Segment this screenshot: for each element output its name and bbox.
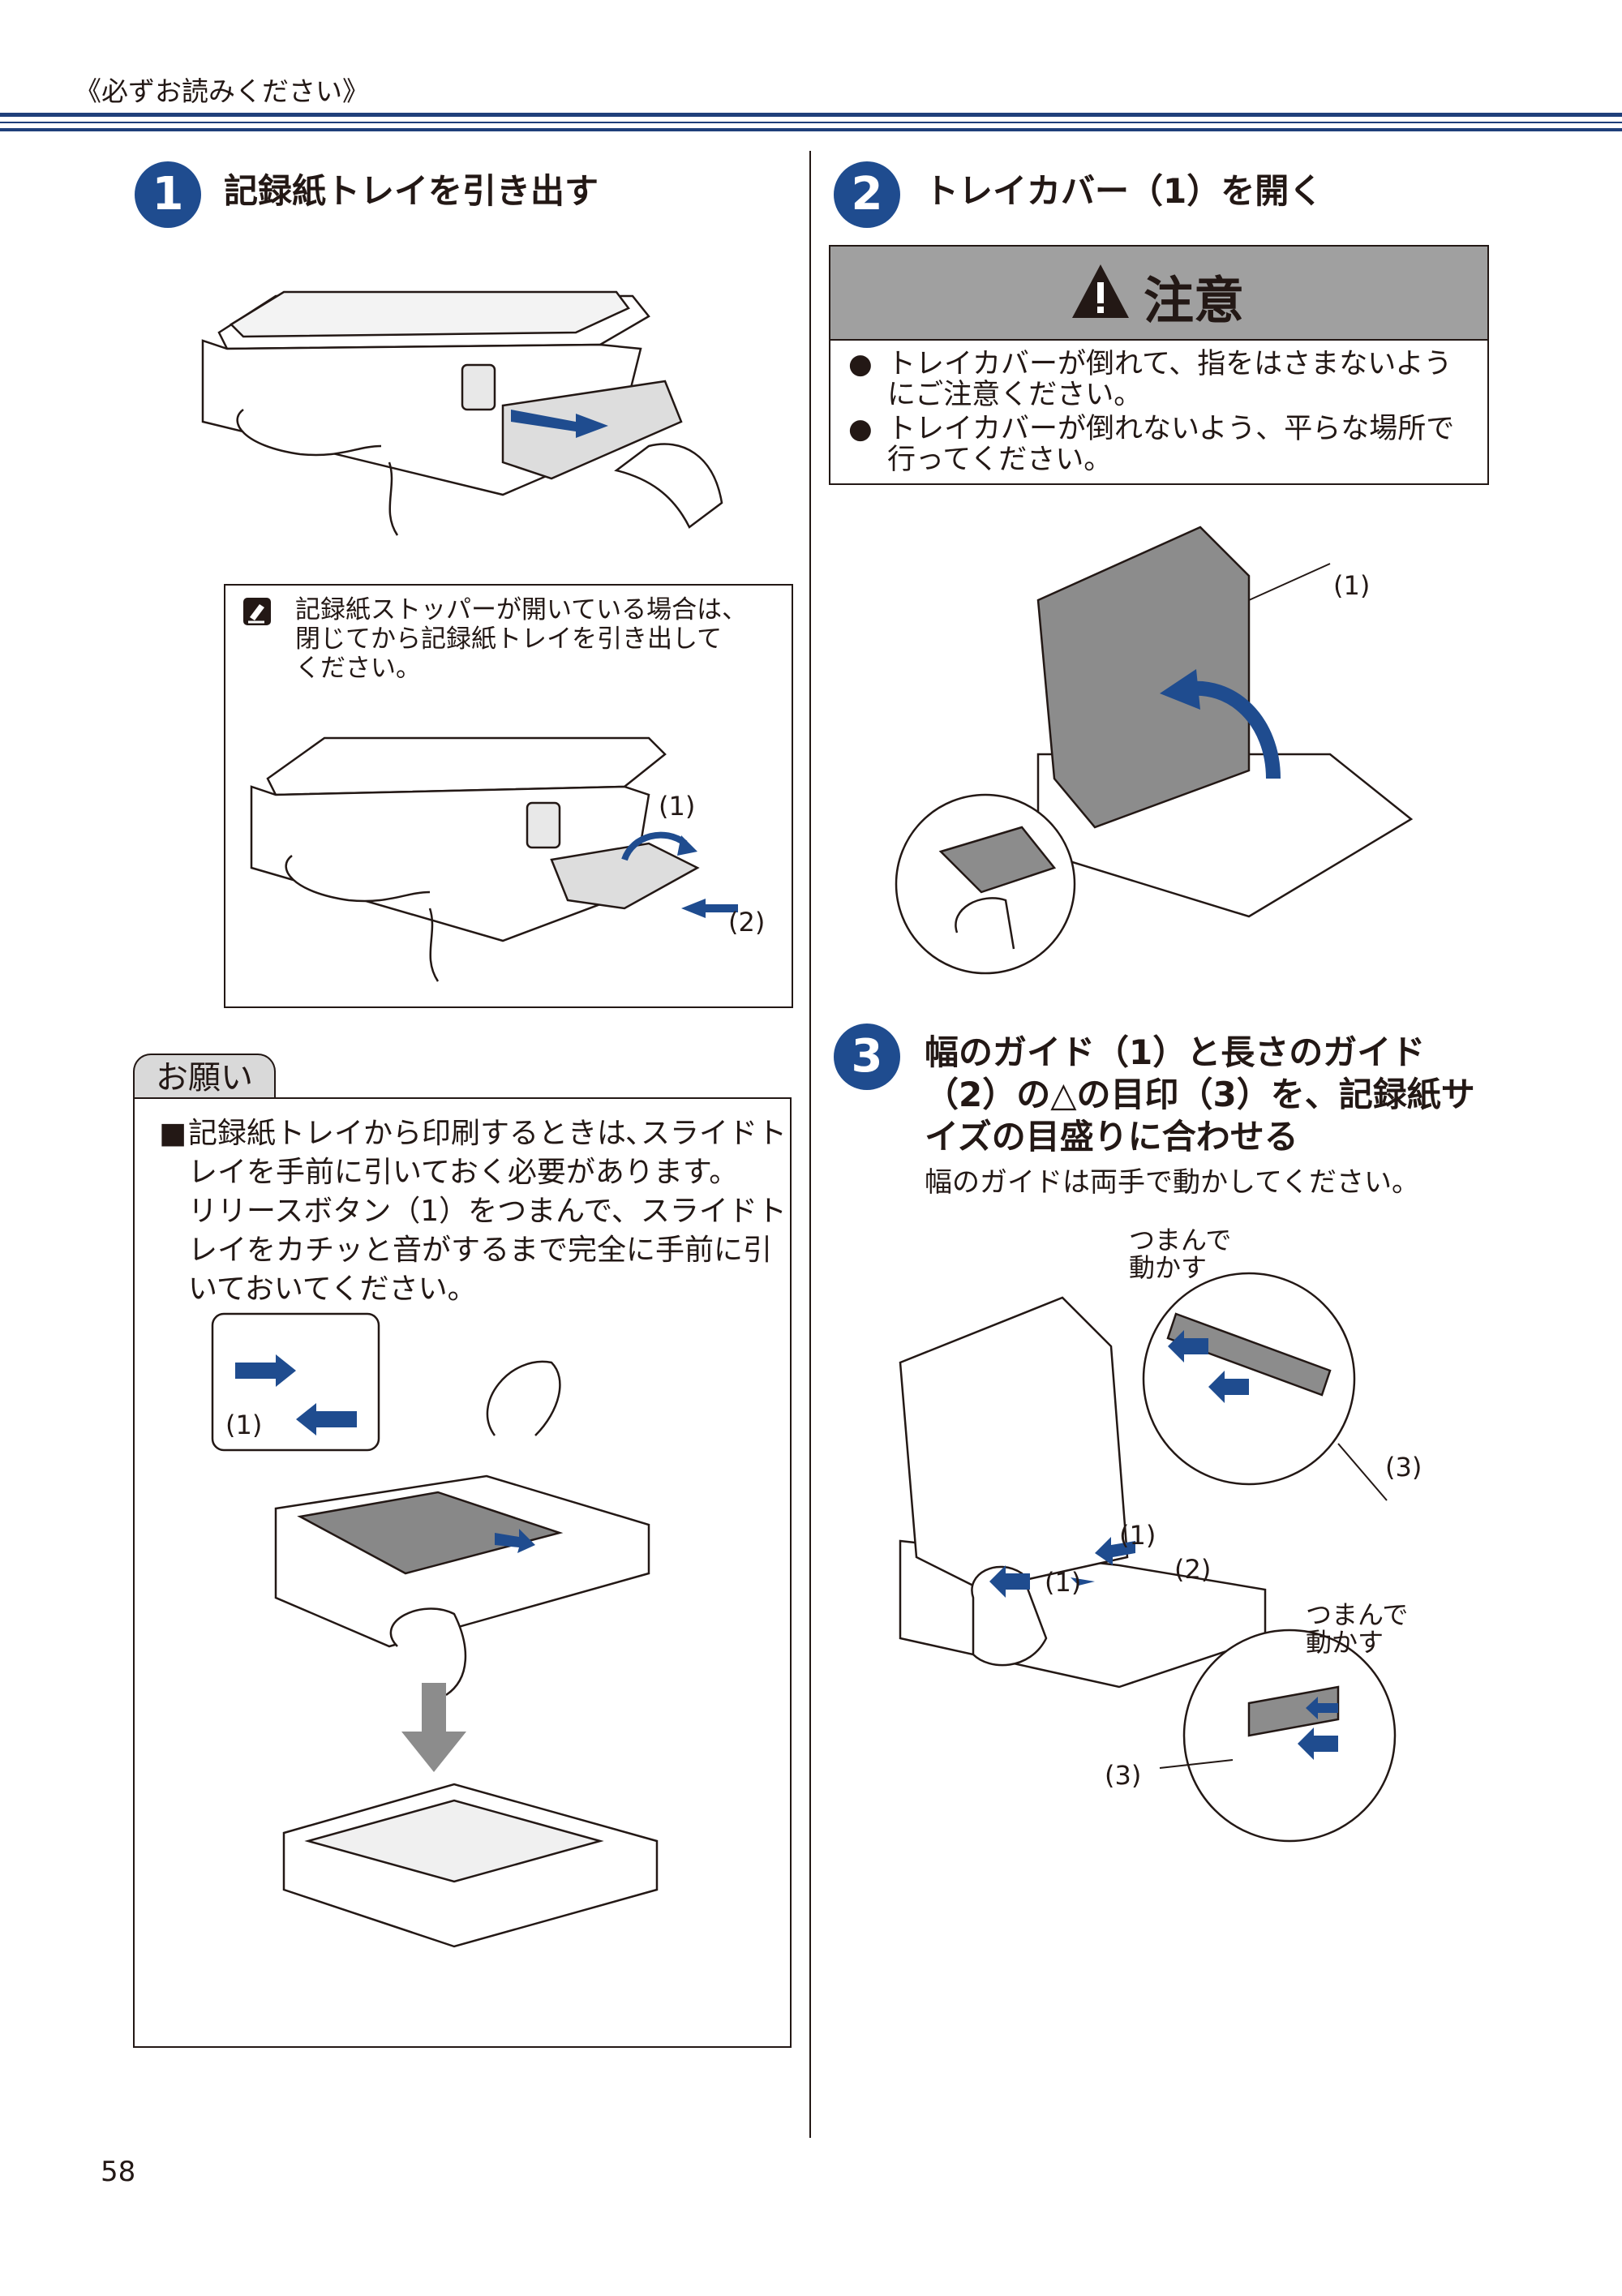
- caution-item-1-line-2: にご注意ください。: [887, 379, 1143, 411]
- request-box: [133, 1097, 792, 2048]
- length-guide-label: (2): [1174, 1554, 1212, 1585]
- caution-bullet-1: ●: [848, 348, 873, 380]
- header-rule-thin: [0, 122, 1622, 123]
- caution-bullet-2: ●: [848, 413, 873, 445]
- stopper-note-box: [224, 584, 793, 1008]
- pinch-top-line-1: つまんで: [1129, 1225, 1232, 1255]
- caution-header: [830, 247, 1487, 341]
- step-3-title-line-2: （2）の△の目印（3）を、記録紙サ: [925, 1075, 1475, 1114]
- stopper-label-2: (2): [728, 907, 766, 938]
- request-tab: お願い: [133, 1054, 276, 1099]
- caution-box: [829, 245, 1489, 485]
- pinch-top-line-2: 動かす: [1129, 1252, 1208, 1283]
- step-3-number: 3: [834, 1024, 900, 1090]
- request-line-3: リリースボタン（1）をつまんで、スライドト: [188, 1195, 787, 1228]
- running-header: 《必ずお読みください》: [75, 75, 369, 107]
- request-line-2: レイを手前に引いておく必要があります。: [188, 1156, 739, 1189]
- request-line-1: 記録紙トレイから印刷するときは､スライドト: [188, 1117, 787, 1150]
- stopper-note-line-1: 記録紙ストッパーが開いている場合は、: [295, 595, 748, 624]
- caution-title: 注意: [1144, 271, 1245, 330]
- column-divider: [809, 151, 811, 2138]
- warning-triangle-icon: [1071, 261, 1131, 321]
- header-rule: [0, 113, 1622, 117]
- width-guide-label-b: (1): [1045, 1567, 1082, 1598]
- width-guide-label-a: (1): [1119, 1520, 1156, 1551]
- step-2-title: トレイカバー（1）を開く: [925, 171, 1324, 211]
- step-1-title: 記録紙トレイを引き出す: [224, 171, 599, 211]
- stopper-note-line-2: 閉じてから記録紙トレイを引き出して: [295, 624, 723, 654]
- paper-guide-illustration: [899, 1272, 1397, 1843]
- stopper-label-1: (1): [659, 791, 696, 822]
- tray-cover-label: (1): [1333, 570, 1371, 601]
- pinch-bottom-line-2: 動かす: [1306, 1627, 1384, 1658]
- page-number: 58: [101, 2156, 136, 2188]
- caution-item-1-line-1: トレイカバーが倒れて、指をはさまないよう: [887, 348, 1453, 380]
- triangle-mark-label-top: (3): [1385, 1452, 1422, 1483]
- request-bullet: ■: [159, 1117, 187, 1150]
- step-2-number: 2: [834, 161, 900, 228]
- step-1-number: 1: [135, 161, 201, 228]
- printer-tray-pull-illustration: [201, 290, 723, 536]
- printer-stopper-illustration: [250, 736, 738, 982]
- request-line-5: いておいてください。: [188, 1272, 477, 1306]
- request-line-4: レイをカチッと音がするまで完全に手前に引: [188, 1234, 773, 1267]
- slide-tray-illustration: [211, 1312, 659, 1948]
- caution-item-2-line-1: トレイカバーが倒れないよう、平らな場所で: [887, 413, 1455, 445]
- release-button-label: (1): [225, 1410, 263, 1440]
- stopper-note-line-3: ください。: [295, 654, 421, 683]
- memo-icon: [243, 598, 271, 625]
- caution-item-2-line-2: 行ってください。: [887, 444, 1113, 476]
- header-rule-bottom: [0, 128, 1622, 131]
- step-3-title-line-3: イズの目盛りに合わせる: [925, 1117, 1298, 1157]
- tray-cover-open-illustration: [895, 526, 1414, 975]
- step-3-subtext: 幅のガイドは両手で動かしてください。: [925, 1166, 1419, 1199]
- step-3-title-line-1: 幅のガイド（1）と長さのガイド: [925, 1032, 1426, 1072]
- triangle-mark-label-bottom: (3): [1105, 1760, 1142, 1791]
- pinch-bottom-line-1: つまんで: [1306, 1599, 1409, 1630]
